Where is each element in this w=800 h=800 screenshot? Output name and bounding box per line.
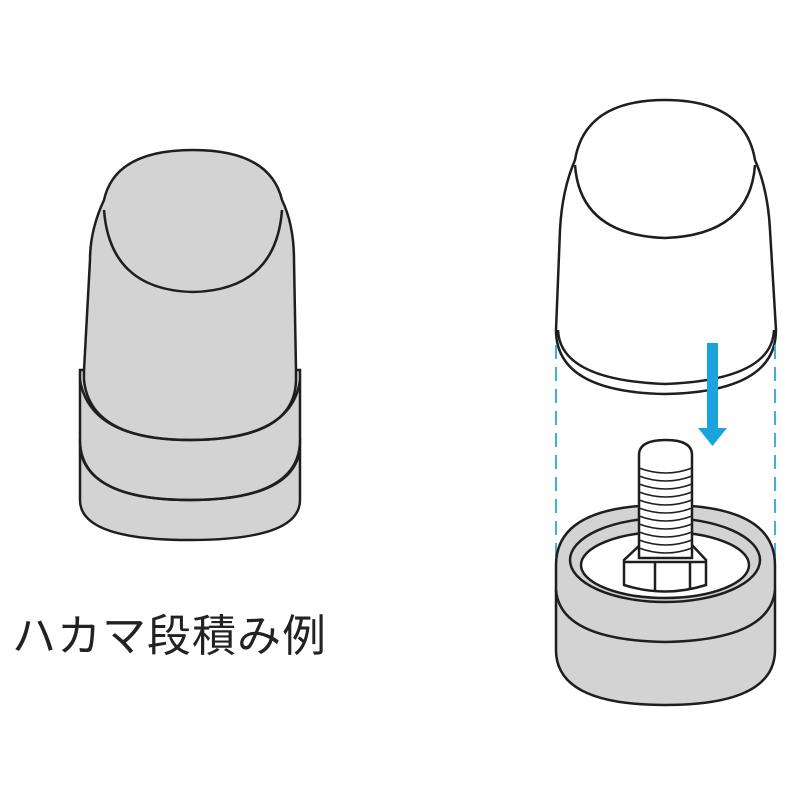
- base-with-bolt: [554, 438, 777, 707]
- cap-right: [554, 98, 778, 396]
- cap-top-edge: [102, 209, 284, 294]
- base-band: [554, 589, 777, 644]
- bolt-threads: [638, 467, 693, 554]
- band-line: [78, 379, 302, 442]
- band-line: [78, 449, 302, 502]
- cap-rim: [556, 329, 776, 386]
- bolt: [637, 438, 694, 560]
- cap-body: [554, 98, 778, 396]
- stacked-caps-left: [78, 148, 302, 542]
- cap-body: [82, 148, 298, 442]
- down-arrow-icon: [698, 343, 727, 446]
- guide-lines: [555, 345, 776, 560]
- caption: ハカマ段積み例: [12, 611, 327, 662]
- cap-top-edge: [573, 164, 757, 240]
